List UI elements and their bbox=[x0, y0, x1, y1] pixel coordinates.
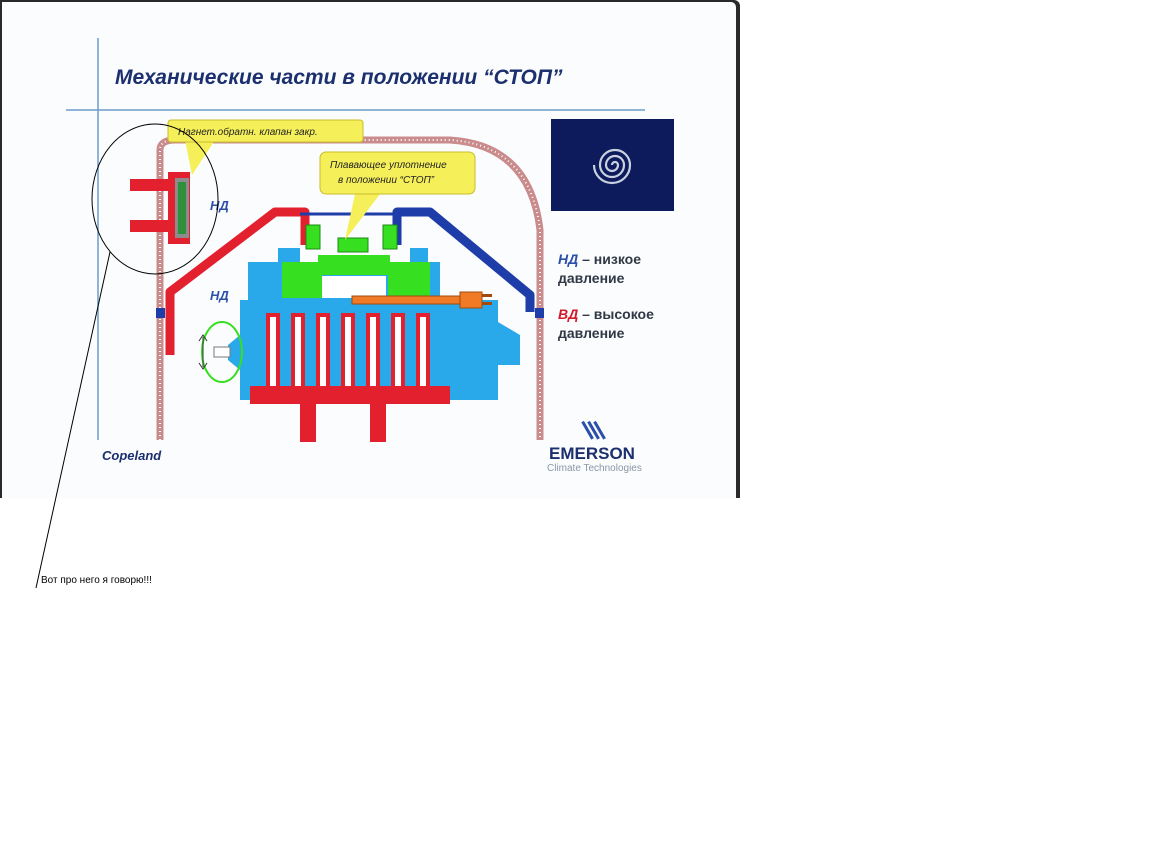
annotation-pointer-line bbox=[36, 252, 110, 588]
annotation-circle bbox=[92, 124, 218, 274]
annotation-text: Вот про него я говорю!!! bbox=[41, 575, 152, 586]
